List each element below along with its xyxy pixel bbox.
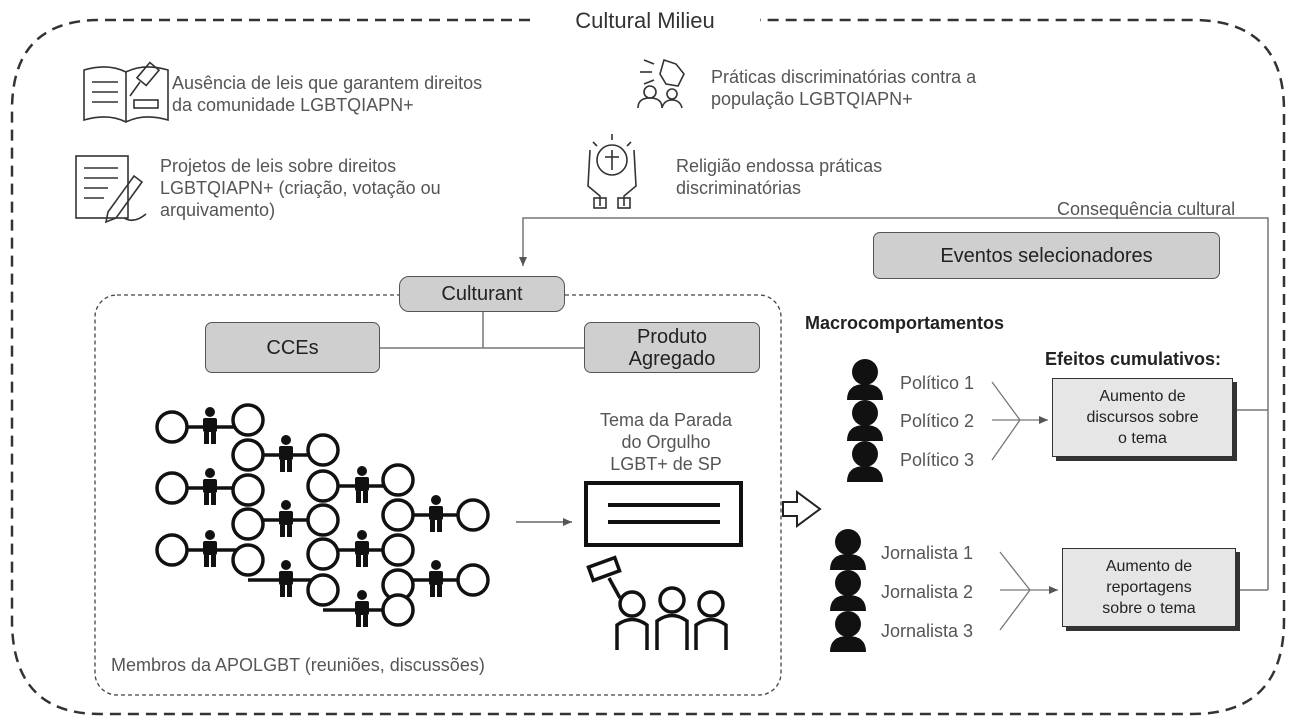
cumulative-effects-title: Efeitos cumulativos: [1045, 349, 1222, 369]
protesters-icon [586, 555, 728, 650]
person-icon [203, 530, 217, 567]
context-text-discrimination: Práticas discriminatórias contra a popul… [711, 67, 977, 109]
network-node [231, 543, 265, 577]
person-icon [355, 590, 369, 627]
network-node [456, 498, 490, 532]
selecting-events-box: Eventos selecionadores [873, 232, 1220, 279]
network-node [381, 498, 415, 532]
effect-speeches-box: Aumento de discursos sobre o tema [1052, 378, 1233, 457]
network-node [306, 469, 340, 503]
journalists-bracket [999, 551, 1058, 631]
culturant-box: Culturant [399, 276, 565, 312]
context-text-bills: Projetos de leis sobre direitos LGBTQIAP… [160, 156, 441, 220]
effect-reports-box: Aumento de reportagens sobre o tema [1062, 548, 1236, 627]
product-box: Produto Agregado [584, 322, 760, 373]
document-pen-icon [75, 155, 147, 224]
network-node [231, 403, 265, 437]
consequence-label: Consequência cultural [1057, 199, 1236, 219]
person-icon [279, 500, 293, 537]
network-node [155, 533, 189, 567]
network-node [231, 507, 265, 541]
cces-box: CCEs [205, 322, 380, 373]
journalist-label-1: Jornalista 1 [881, 543, 974, 563]
person-icon [279, 560, 293, 597]
politician-label-1: Político 1 [900, 373, 975, 393]
network-node [456, 563, 490, 597]
journalist-figures [830, 529, 866, 652]
macrobehaviors-title: Macrocomportamentos [805, 313, 1005, 333]
network-node [155, 471, 189, 505]
person-icon [355, 466, 369, 503]
network-node [306, 573, 340, 607]
theme-label: Tema da Parada do Orgulho LGBT+ de SP [599, 410, 733, 474]
person-icon [429, 560, 443, 597]
banner-icon [584, 481, 743, 547]
person-icon [203, 468, 217, 505]
politician-figures [847, 359, 883, 482]
network-node [306, 503, 340, 537]
cultural-milieu-title: Cultural Milieu [575, 8, 715, 33]
members-label: Membros da APOLGBT (reuniões, discussões… [111, 655, 485, 675]
person-icon [203, 407, 217, 444]
politicians-bracket [991, 381, 1048, 461]
person-icon [429, 495, 443, 532]
journalist-label-3: Jornalista 3 [881, 621, 974, 641]
network-node [231, 473, 265, 507]
religion-hands-icon [587, 134, 637, 209]
network-node [155, 410, 189, 444]
journalist-label-2: Jornalista 2 [881, 582, 974, 602]
politician-label-2: Político 2 [900, 411, 975, 431]
person-icon [355, 530, 369, 567]
network-node [231, 438, 265, 472]
network-node [381, 593, 415, 627]
network-node [306, 537, 340, 571]
protest-icon [637, 58, 685, 109]
network-node [381, 533, 415, 567]
member-network [155, 403, 490, 627]
person-icon [279, 435, 293, 472]
network-node [381, 463, 415, 497]
context-text-laws: Ausência de leis que garantem direitos d… [172, 73, 483, 115]
law-book-icon [83, 61, 169, 123]
network-node [306, 433, 340, 467]
cultural-milieu-border [10, 18, 1286, 716]
hollow-arrow [782, 490, 822, 528]
politician-label-3: Político 3 [900, 450, 975, 470]
culturant-tree-lines [380, 308, 584, 349]
culturant-region [94, 294, 782, 696]
context-text-religion: Religião endossa práticas discriminatóri… [676, 156, 883, 198]
consequence-line [519, 217, 1269, 590]
